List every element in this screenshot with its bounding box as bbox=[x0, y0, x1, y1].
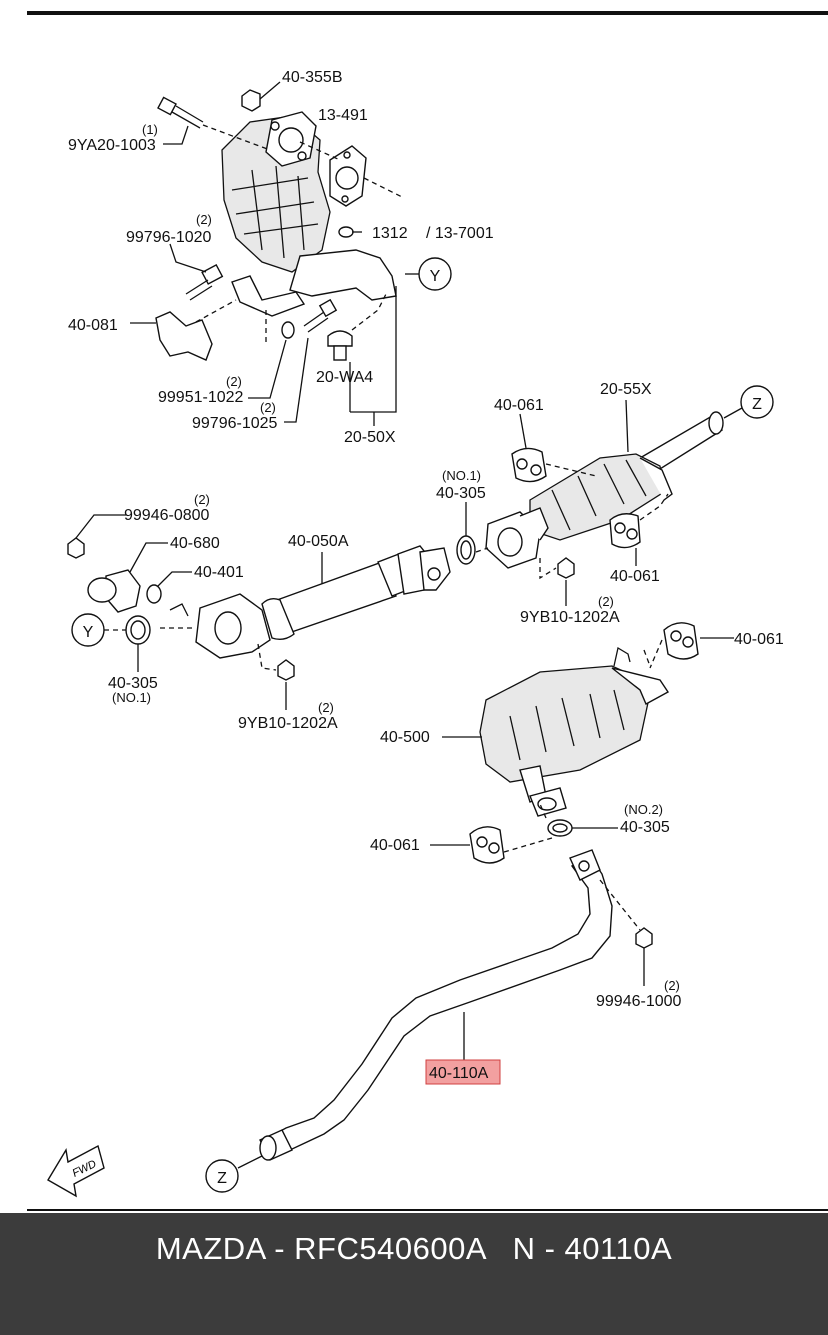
label-qty-2f: (2) bbox=[318, 700, 334, 715]
gasket-40-305-no2 bbox=[539, 803, 618, 837]
label-40-355b: 40-355B bbox=[282, 69, 343, 86]
footer-part-number: MAZDA - RFC540600A N - 40110A bbox=[155, 1231, 673, 1266]
bolt-20-wa4 bbox=[327, 286, 397, 426]
highlight-box bbox=[425, 1059, 501, 1085]
washer-99951-1022 bbox=[248, 310, 295, 399]
label-20-55x: 20-55X bbox=[600, 381, 652, 398]
callout-y-top: Y bbox=[405, 257, 452, 291]
tail-pipe-40-110a bbox=[259, 849, 641, 1161]
gasket-40-305-upper bbox=[456, 502, 489, 565]
label-no1-upper: (NO.1) bbox=[442, 468, 481, 483]
label-qty-2d: (2) bbox=[194, 492, 210, 507]
svg-text:Z: Z bbox=[217, 1170, 227, 1187]
washer-40-401 bbox=[146, 571, 192, 604]
label-qty-2e: (2) bbox=[598, 594, 614, 609]
top-border bbox=[27, 11, 828, 15]
label-qty-2b: (2) bbox=[226, 374, 242, 389]
bolt-9ya20-1003 bbox=[157, 96, 271, 151]
label-40-305-no2: 40-305 bbox=[620, 819, 670, 836]
label-1312: 1312 bbox=[372, 225, 408, 242]
label-99796-1025: 99796-1025 bbox=[192, 415, 278, 432]
svg-text:Y: Y bbox=[430, 268, 441, 285]
hanger-40-061-mid bbox=[649, 622, 734, 669]
label-qty-2a: (2) bbox=[196, 212, 212, 227]
front-pipe-40-050a bbox=[160, 545, 451, 659]
label-40-061-top: 40-061 bbox=[494, 397, 544, 414]
bolt-99796-1020 bbox=[169, 243, 224, 301]
nut-9yb10-upper bbox=[539, 557, 575, 606]
label-40-050a: 40-050A bbox=[288, 533, 349, 550]
label-9yb10-upper: 9YB10-1202A bbox=[520, 609, 620, 626]
label-13-491: 13-491 bbox=[318, 107, 368, 124]
label-40-061-right: 40-061 bbox=[610, 568, 660, 585]
label-99796-1020: 99796-1020 bbox=[126, 229, 212, 246]
label-no1-left: (NO.1) bbox=[112, 690, 151, 705]
bolt-99796-1025 bbox=[284, 298, 338, 423]
label-40-305-upper: 40-305 bbox=[436, 485, 486, 502]
callout-z-bottom: Z bbox=[205, 1155, 263, 1193]
fwd-arrow-icon: FWD bbox=[47, 1144, 105, 1198]
muffler-40-500 bbox=[442, 646, 670, 817]
label-13-7001: / 13-7001 bbox=[426, 225, 494, 242]
label-qty-2c: (2) bbox=[260, 400, 276, 415]
label-40-061-lower: 40-061 bbox=[370, 837, 420, 854]
callout-z-top: Z bbox=[723, 385, 774, 419]
label-99951-1022: 99951-1022 bbox=[158, 389, 244, 406]
bracket-40-680 bbox=[87, 542, 168, 613]
nut-40-355b bbox=[241, 81, 281, 112]
callout-y-left: Y bbox=[71, 613, 105, 647]
label-40-110a: 40-110A bbox=[429, 1065, 489, 1082]
label-qty-2g: (2) bbox=[664, 978, 680, 993]
label-40-081: 40-081 bbox=[68, 317, 118, 334]
label-40-500: 40-500 bbox=[380, 729, 430, 746]
svg-text:Y: Y bbox=[83, 624, 94, 641]
label-9yb10-lower: 9YB10-1202A bbox=[238, 715, 338, 732]
bracket-40-081 bbox=[130, 275, 306, 361]
label-40-061-mid: 40-061 bbox=[734, 631, 784, 648]
gasket-13-491 bbox=[329, 145, 367, 207]
label-99946-1000: 99946-1000 bbox=[596, 993, 682, 1010]
rear-converter-20-55x bbox=[485, 399, 724, 569]
label-20-50x: 20-50X bbox=[344, 429, 396, 446]
label-20-wa4: 20-WA4 bbox=[316, 369, 373, 386]
hanger-40-061-lower bbox=[430, 826, 553, 864]
nut-99946-0800 bbox=[67, 514, 126, 559]
label-9ya20-1003: 9YA20-1003 bbox=[68, 137, 156, 154]
front-converter-assembly bbox=[221, 111, 397, 301]
hanger-40-061-right bbox=[609, 493, 669, 566]
label-99946-0800: 99946-0800 bbox=[124, 507, 210, 524]
hanger-40-061-top bbox=[511, 413, 597, 483]
label-40-680: 40-680 bbox=[170, 535, 220, 552]
exhaust-system-drawing: Y Z Y Z FWD 40-355B 13-491 (1) 9YA20-100… bbox=[27, 11, 828, 1211]
label-no2: (NO.2) bbox=[624, 802, 663, 817]
svg-text:Z: Z bbox=[752, 396, 762, 413]
footer-bar: MAZDA - RFC540600A N - 40110A bbox=[0, 1213, 828, 1335]
label-qty-1: (1) bbox=[142, 122, 158, 137]
gasket-40-305-left bbox=[104, 603, 189, 672]
o2-sensor-icon bbox=[338, 226, 362, 238]
nut-99946-1000 bbox=[635, 927, 653, 986]
label-40-401: 40-401 bbox=[194, 564, 244, 581]
label-40-305-left: 40-305 bbox=[108, 675, 158, 692]
nut-9yb10-lower bbox=[257, 643, 295, 710]
